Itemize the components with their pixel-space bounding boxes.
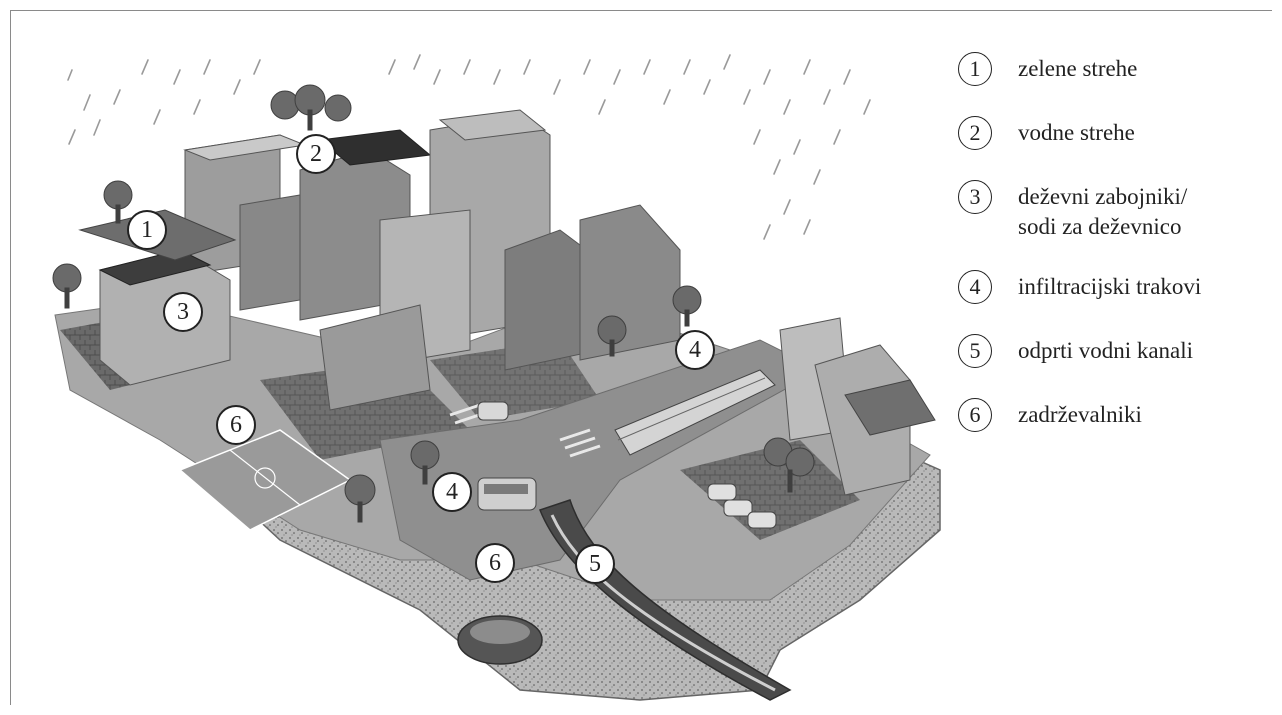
- legend-item-open-channels: 5 odprti vodni kanali: [958, 334, 1193, 368]
- tram: [614, 369, 776, 456]
- legend-label: vodne strehe: [1018, 120, 1135, 145]
- legend-number: 2: [958, 116, 992, 150]
- legend-number: 3: [958, 180, 992, 214]
- callout-retention-basin: 6: [475, 543, 515, 583]
- callout-infiltration-strips-left: 4: [432, 472, 472, 512]
- trees: [52, 84, 815, 523]
- callout-green-roofs: 1: [127, 210, 167, 250]
- legend-item-infiltration-strips: 4 infiltracijski trakovi: [958, 270, 1201, 304]
- legend-number: 1: [958, 52, 992, 86]
- legend-number: 6: [958, 398, 992, 432]
- callout-water-roofs: 2: [296, 134, 336, 174]
- legend-number: 4: [958, 270, 992, 304]
- legend-label: deževni zabojniki/: [1018, 184, 1188, 209]
- legend-label: zadrževalniki: [1018, 402, 1142, 427]
- callout-open-water-channels: 5: [575, 544, 615, 584]
- legend-label: odprti vodni kanali: [1018, 338, 1194, 363]
- callout-infiltration-strips-right: 4: [675, 330, 715, 370]
- callout-retention-field: 6: [216, 405, 256, 445]
- legend-item-green-roofs: 1 zelene strehe: [958, 52, 1137, 86]
- legend-label: infiltracijski trakovi: [1018, 274, 1202, 299]
- legend-label: zelene strehe: [1018, 56, 1138, 81]
- legend-item-water-roofs: 2 vodne strehe: [958, 116, 1135, 150]
- rain: [67, 54, 871, 240]
- callout-rain-barrels: 3: [163, 292, 203, 332]
- vehicles: [477, 369, 777, 529]
- legend-item-retention: 6 zadrževalniki: [958, 398, 1142, 432]
- water-channel-inner: [550, 514, 776, 692]
- legend-label-line2: sodi za deževnico: [1018, 214, 1182, 239]
- legend-number: 5: [958, 334, 992, 368]
- paved-area-center: [430, 340, 600, 420]
- car: [477, 401, 509, 421]
- legend-item-rain-barrels: 3 deževni zabojniki/ sodi za deževnico: [958, 180, 1187, 242]
- paved-area-right: [680, 440, 860, 540]
- figure-frame: [10, 10, 1272, 705]
